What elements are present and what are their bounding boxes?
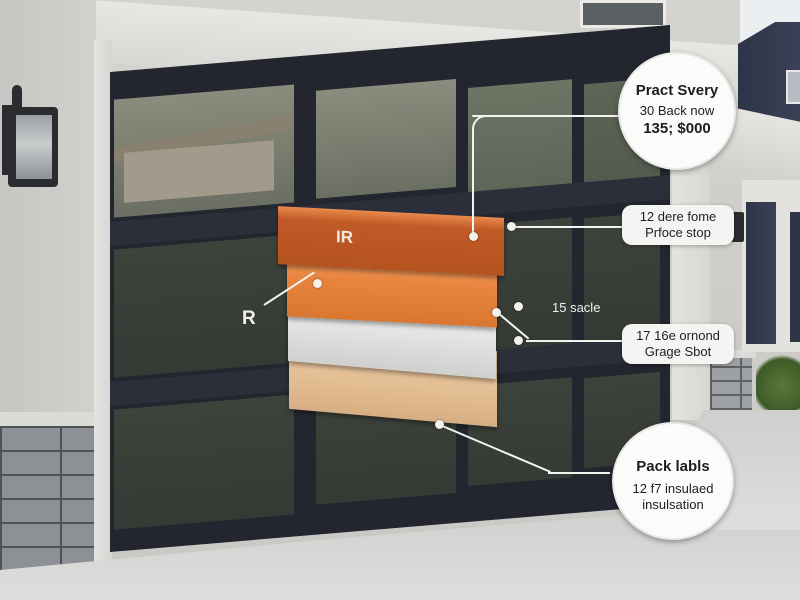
- callout-dot[interactable]: [469, 232, 478, 241]
- lower-callout-line2: Grage Sbot: [644, 344, 712, 359]
- connector-line: [526, 340, 622, 342]
- stone-cap: [0, 412, 98, 426]
- callout-dot[interactable]: [514, 336, 523, 345]
- top-callout-title: Pract Svery: [635, 82, 719, 99]
- left-callout-label: R: [242, 308, 256, 329]
- callout-dot[interactable]: [435, 420, 444, 429]
- connector-curve: [472, 115, 488, 133]
- bottom-callout-line1: 12 f7 insulaed: [632, 481, 714, 496]
- connector-line: [472, 115, 622, 117]
- callout-dot[interactable]: [514, 302, 523, 311]
- upper-callout-line1: 12 dere fome: [639, 209, 717, 224]
- bottom-callout-line2: insulsation: [642, 497, 704, 512]
- top-callout-circle: Pract Svery 30 Back now 135; $000: [618, 52, 736, 170]
- connector-line: [548, 472, 610, 474]
- door-glass-panel: [468, 79, 572, 196]
- upper-callout-line2: Prfoce stop: [645, 225, 711, 240]
- middle-callout-label: 15 sacle: [552, 300, 601, 315]
- lower-callout-line1: 17 16e ornond: [636, 328, 720, 343]
- neighbor-door-2: [790, 212, 800, 342]
- door-glass-panel: [114, 84, 294, 218]
- neighbor-window: [786, 70, 800, 104]
- door-glass-panel: [114, 394, 294, 530]
- top-callout-price: 135; $000: [643, 120, 711, 137]
- layer-ir-label: IR: [336, 227, 353, 248]
- top-callout-line1: 30 Back now: [639, 103, 715, 118]
- stone-base-left: [0, 426, 94, 586]
- neighbor-door: [746, 202, 776, 344]
- upper-window: [580, 0, 666, 28]
- lower-callout-pill: 17 16e ornond Grage Sbot: [622, 324, 734, 364]
- upper-callout-pill: 12 dere fome Prfoce stop: [622, 205, 734, 245]
- callout-dot[interactable]: [492, 308, 501, 317]
- bottom-callout-title: Pack labls: [636, 458, 710, 475]
- wall-lamp-icon: [2, 85, 58, 190]
- insulation-layer-ir: IR: [278, 206, 504, 276]
- shrub: [756, 350, 800, 410]
- door-glass-panel: [316, 78, 456, 199]
- connector-line: [512, 226, 622, 228]
- door-pillar-left: [94, 40, 112, 570]
- connector-line: [472, 128, 474, 236]
- callout-dot[interactable]: [313, 279, 322, 288]
- stucco-wall-left: [0, 0, 96, 430]
- door-pillar-right: [672, 120, 710, 420]
- door-glass-panel: [114, 234, 294, 378]
- bottom-callout-circle: Pack labls 12 f7 insulaed insulsation: [612, 422, 734, 540]
- callout-dot[interactable]: [507, 222, 516, 231]
